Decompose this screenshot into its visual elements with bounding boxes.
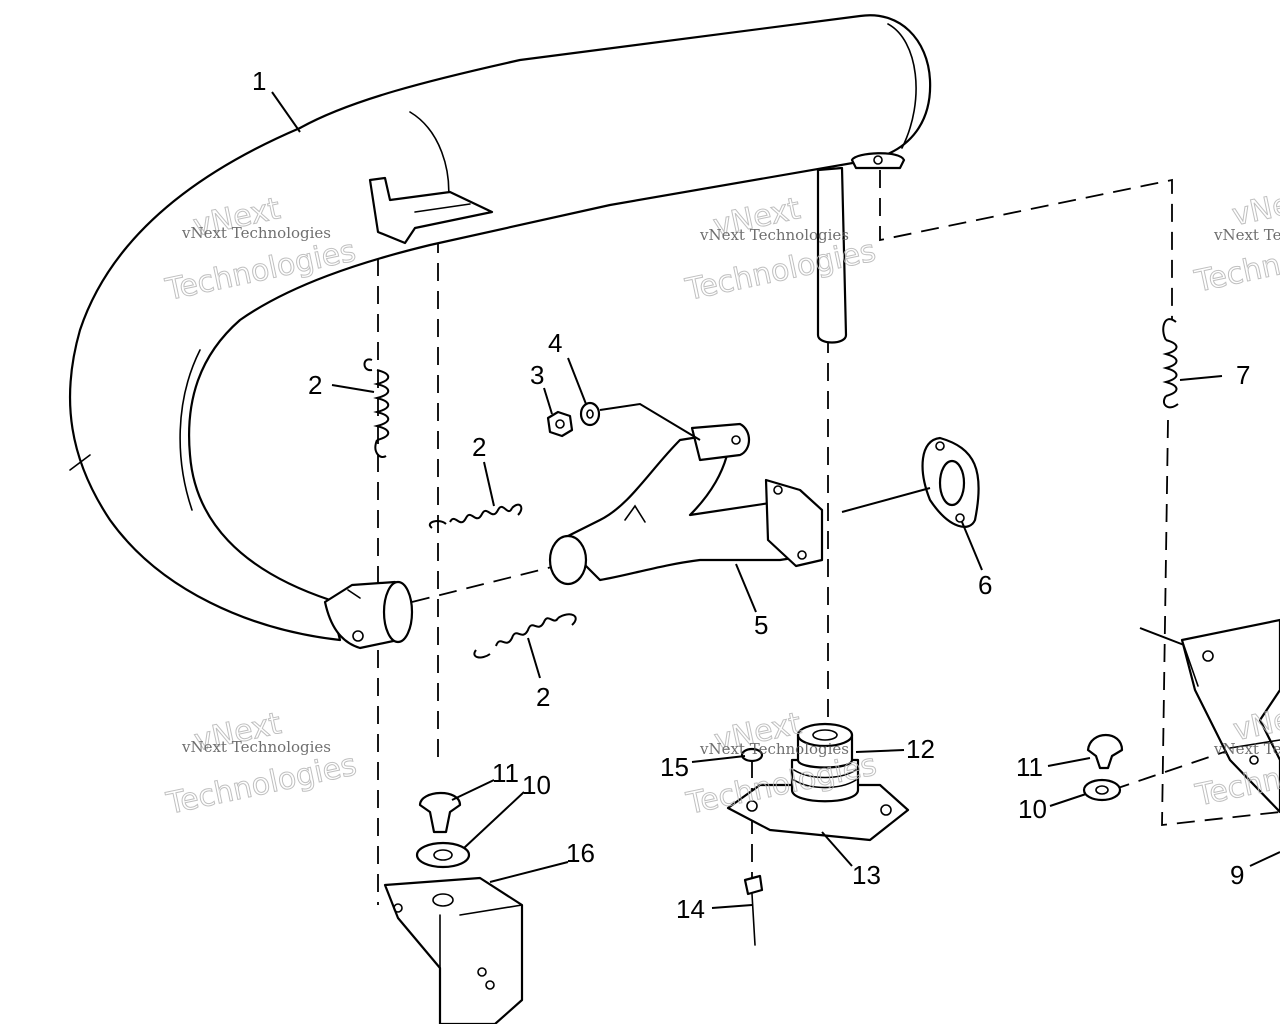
callout-5: 5 [754, 610, 768, 640]
callout-12: 12 [906, 734, 935, 764]
watermark-text-top-left: vNext Technologies [181, 224, 331, 242]
callout-2-lower: 2 [536, 682, 550, 712]
callout-2-upper: 2 [308, 370, 322, 400]
gasket [921, 436, 980, 528]
bracket-left [383, 876, 524, 1024]
watermark-text-bottom-left: vNext Technologies [181, 738, 331, 756]
callout-13: 13 [852, 860, 881, 890]
spring-upper-left [363, 358, 390, 458]
callout-1: 1 [252, 66, 266, 96]
callout-2-middle: 2 [472, 432, 486, 462]
callout-3: 3 [530, 360, 544, 390]
grommet-right [1082, 734, 1124, 802]
callout-10-left: 10 [522, 770, 551, 800]
y-manifold [548, 422, 824, 586]
watermark-text-top-right: vNext Te [1213, 226, 1280, 244]
callout-11-right: 11 [1016, 752, 1043, 782]
springs [363, 318, 1179, 659]
bracket-right [1180, 618, 1280, 814]
grommet-left [415, 791, 471, 869]
muffler [68, 14, 932, 650]
leader-lines [271, 91, 1280, 909]
callout-11-left: 11 [492, 758, 519, 788]
callout-6: 6 [978, 570, 992, 600]
assembly-lines [377, 170, 1280, 905]
callout-16: 16 [566, 838, 595, 868]
svg-text:Technolo: Technolo [1191, 238, 1280, 300]
spring-lower [473, 613, 577, 659]
spring-right [1162, 318, 1179, 409]
callout-4: 4 [548, 328, 562, 358]
svg-text:Technologies: Technologies [163, 747, 360, 822]
watermark-text-bottom-right: vNext Te [1213, 740, 1280, 758]
watermark-bottom-left: vNext Technologies [162, 706, 360, 823]
svg-text:Technologies: Technologies [682, 234, 879, 309]
isolator-mount [726, 722, 910, 946]
watermark-text-bottom-center: vNext Technologies [699, 740, 849, 758]
watermarks: vNext Technologies vNext Technologies vN… [162, 180, 1280, 823]
callout-7: 7 [1236, 360, 1250, 390]
callouts: 1 2 2 2 3 4 5 6 7 9 10 10 11 11 12 13 14… [252, 66, 1250, 924]
callout-15: 15 [660, 752, 689, 782]
watermark-text-top-center: vNext Technologies [699, 226, 849, 244]
callout-14: 14 [676, 894, 705, 924]
nut-and-washer [546, 401, 701, 441]
callout-9: 9 [1230, 860, 1244, 890]
callout-10-right: 10 [1018, 794, 1047, 824]
spring-middle [428, 503, 523, 529]
